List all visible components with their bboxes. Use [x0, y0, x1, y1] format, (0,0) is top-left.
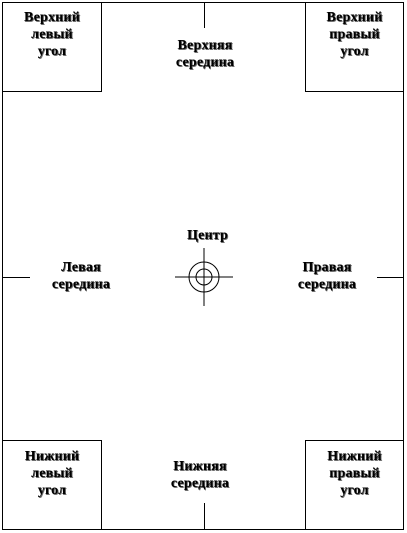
- center-crosshair-icon: [175, 248, 233, 306]
- top-right-label: Верхний правый угол: [326, 10, 383, 59]
- top-right-corner-box: [305, 2, 404, 92]
- top-center-tick: [204, 2, 205, 28]
- right-middle-tick: [377, 277, 404, 278]
- left-middle-tick: [2, 277, 30, 278]
- bottom-center-tick: [204, 503, 205, 530]
- top-center-label: Верхняя середина: [175, 38, 235, 70]
- bottom-center-label: Нижняя середина: [170, 459, 230, 491]
- bottom-right-corner-box: [305, 440, 404, 530]
- left-middle-label: Левая середина: [51, 260, 111, 292]
- page-frame: [2, 2, 404, 530]
- bottom-right-label: Нижний правый угол: [327, 449, 382, 498]
- top-left-label: Верхний левый угол: [24, 10, 80, 59]
- top-left-corner-box: [2, 2, 102, 92]
- bottom-left-label: Нижний левый угол: [24, 449, 80, 498]
- right-middle-label: Правая середина: [297, 260, 357, 292]
- center-label: Центр: [186, 228, 228, 243]
- bottom-left-corner-box: [2, 440, 102, 530]
